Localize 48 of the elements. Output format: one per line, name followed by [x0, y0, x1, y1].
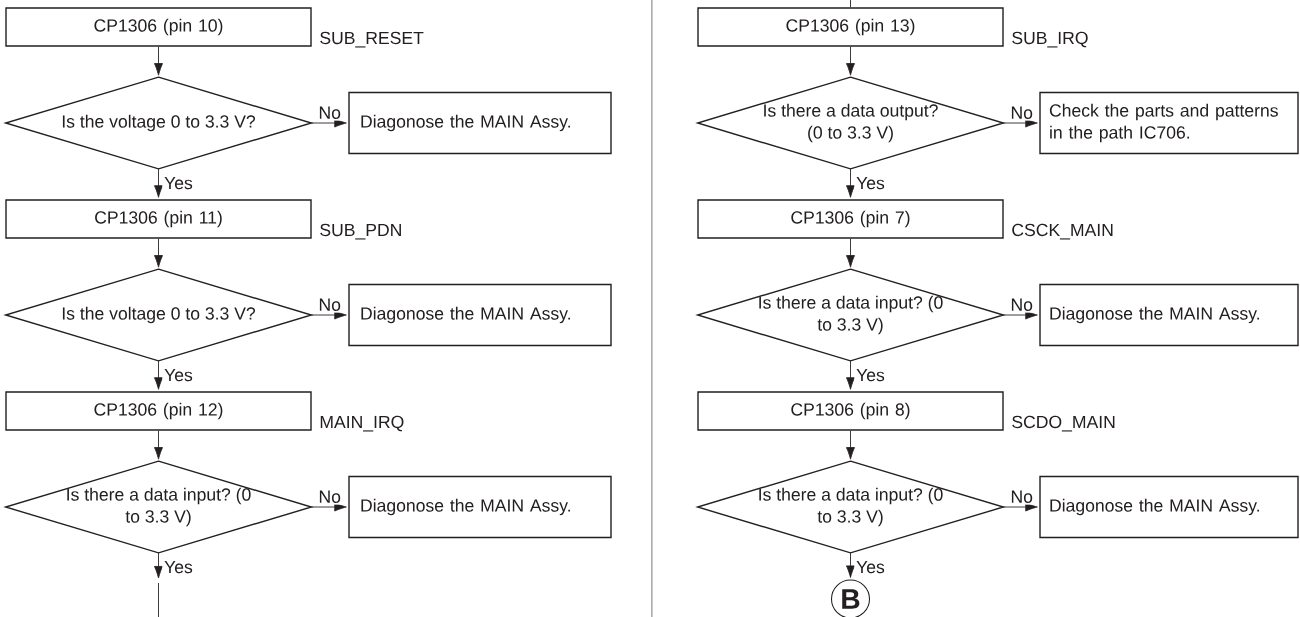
signal-label: SUB_PDN: [320, 223, 401, 240]
edge-label: Yes: [162, 367, 195, 383]
signal-label: CSCK_MAIN: [1012, 223, 1113, 240]
action-box: Diagonose the MAIN Assy.: [348, 283, 612, 347]
edge-label: Yes: [854, 175, 887, 191]
arrow: [846, 430, 855, 460]
action-box: Diagonose the MAIN Assy.: [348, 475, 612, 539]
arrow: [1002, 118, 1038, 128]
arrow: [1002, 502, 1038, 512]
arrow: [154, 552, 163, 579]
arrow: [154, 360, 163, 390]
arrow: [846, 238, 855, 268]
action-box: Diagonose the MAIN Assy.: [1039, 475, 1299, 539]
arrow: [310, 310, 347, 320]
action-box: Diagonose the MAIN Assy.: [1039, 283, 1299, 347]
signal-label: MAIN_IRQ: [320, 415, 404, 432]
edge-label: No: [316, 104, 343, 121]
process-box: CP1306 (pin 11): [5, 199, 312, 239]
arrow: [846, 552, 855, 578]
edge-label: No: [316, 296, 343, 313]
arrow: [846, 168, 855, 198]
arrow: [154, 46, 163, 76]
process-box: CP1306 (pin 7): [697, 199, 1004, 239]
edge-label: Yes: [854, 559, 887, 575]
arrow: [846, 46, 855, 76]
arrow: [310, 118, 347, 128]
process-box: CP1306 (pin 12): [5, 391, 312, 431]
arrow: [310, 502, 347, 512]
edge-label: Yes: [162, 175, 195, 191]
arrow: [846, 360, 855, 390]
signal-label: SUB_IRQ: [1012, 31, 1088, 48]
edge-label: No: [316, 488, 343, 505]
edge-label: Yes: [162, 559, 195, 575]
process-box: CP1306 (pin 13): [697, 7, 1004, 47]
signal-label: SCDO_MAIN: [1012, 415, 1115, 432]
edge-label: Yes: [854, 367, 887, 383]
arrow: [154, 430, 163, 460]
edge-label: No: [1008, 488, 1035, 505]
arrow: [154, 238, 163, 268]
process-box: CP1306 (pin 10): [5, 7, 312, 47]
arrow: [154, 168, 163, 198]
action-box: Check the parts and patterns in the path IC706.: [1039, 91, 1299, 155]
arrow: [1002, 310, 1038, 320]
signal-label: SUB_RESET: [320, 31, 424, 48]
edge-label: No: [1008, 296, 1035, 313]
process-box: CP1306 (pin 8): [697, 391, 1004, 431]
action-box: Diagonose the MAIN Assy.: [348, 91, 612, 155]
edge-label: No: [1008, 104, 1035, 121]
